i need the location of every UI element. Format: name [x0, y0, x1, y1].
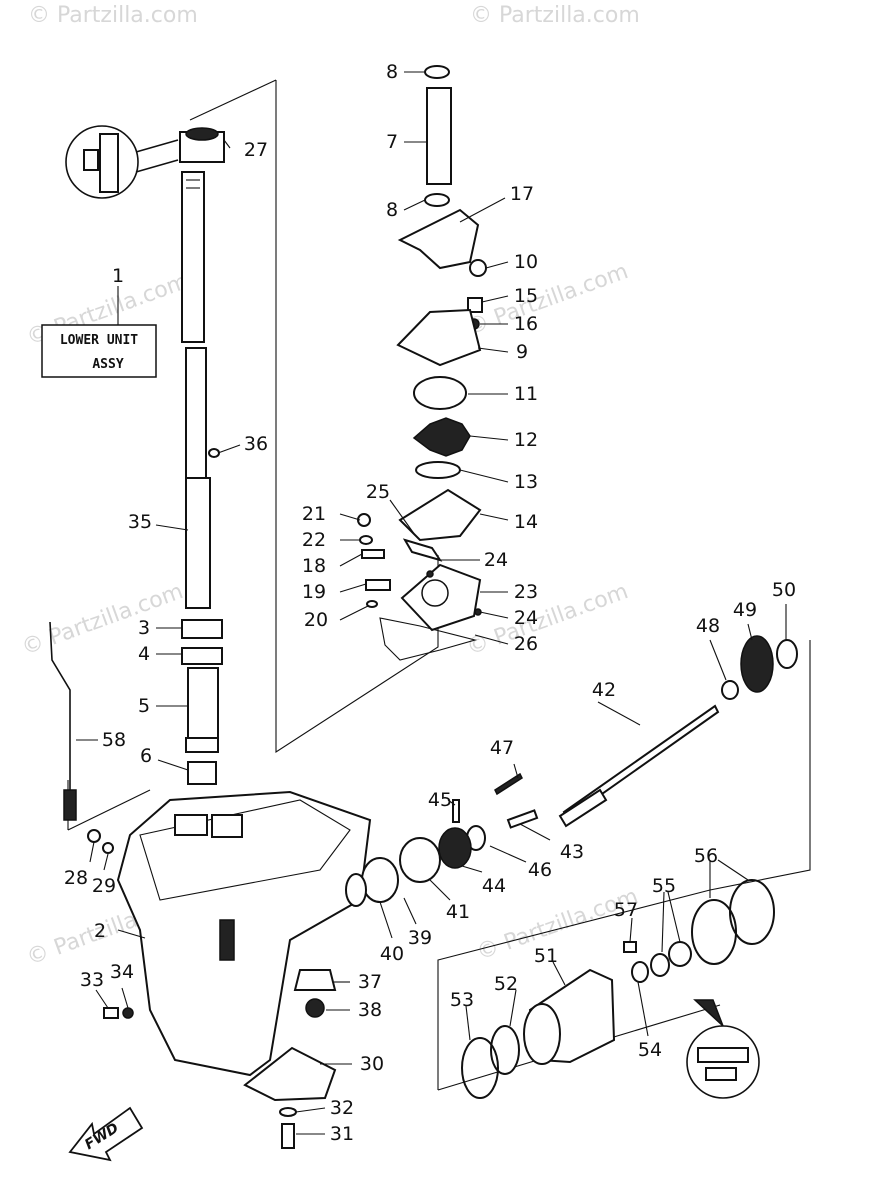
- callout-2: 2: [94, 920, 106, 942]
- leader-lines: [76, 71, 787, 1135]
- callout-50: 50: [772, 579, 796, 601]
- callout-8-bottom: 8: [386, 199, 398, 221]
- callout-24-upper: 24: [484, 549, 508, 571]
- callout-17: 17: [510, 183, 534, 205]
- callout-55: 55: [652, 875, 676, 897]
- callout-28: 28: [64, 867, 88, 889]
- callout-38: 38: [358, 999, 382, 1021]
- callout-13: 13: [514, 471, 538, 493]
- callout-52: 52: [494, 973, 518, 995]
- bearing-housing-assembly: [461, 879, 775, 1099]
- callout-42: 42: [592, 679, 616, 701]
- shift-rod: [49, 621, 77, 821]
- assembly-label-line2: ASSY: [92, 357, 123, 372]
- water-pump-assembly: [357, 65, 487, 661]
- callout-41: 41: [446, 901, 470, 923]
- callout-26: 26: [514, 633, 538, 655]
- callout-16: 16: [514, 313, 538, 335]
- callout-32: 32: [330, 1097, 354, 1119]
- callout-57: 57: [614, 899, 638, 921]
- driveshaft-assembly: [179, 127, 225, 785]
- watermark-text: © Partzilla.com: [470, 3, 640, 28]
- lower-casing: [116, 790, 372, 1102]
- detail-inset-27: [65, 125, 179, 199]
- callout-6: 6: [140, 745, 152, 767]
- callout-15: 15: [514, 285, 538, 307]
- callout-30: 30: [360, 1053, 384, 1075]
- callout-40: 40: [380, 943, 404, 965]
- callout-39: 39: [408, 927, 432, 949]
- callout-3: 3: [138, 617, 150, 639]
- callout-8-top: 8: [386, 61, 398, 83]
- watermark-text: © Partzilla.com: [464, 259, 632, 341]
- callout-29: 29: [92, 875, 116, 897]
- callout-31: 31: [330, 1123, 354, 1145]
- assembly-label-box: LOWER UNIT ASSY: [41, 286, 157, 378]
- callout-34: 34: [110, 961, 134, 983]
- callout-35: 35: [128, 511, 152, 533]
- callout-20: 20: [304, 609, 328, 631]
- detail-inset-55: [686, 999, 760, 1099]
- callout-56: 56: [694, 845, 718, 867]
- callout-7: 7: [386, 131, 398, 153]
- callout-18: 18: [302, 555, 326, 577]
- callout-54: 54: [638, 1039, 662, 1061]
- callout-12: 12: [514, 429, 538, 451]
- callout-5: 5: [138, 695, 150, 717]
- callout-labels: 1 2 3 4 5 6 7 8 8 9 10 11 12 13 14 15 16…: [64, 61, 796, 1145]
- callout-44: 44: [482, 875, 506, 897]
- callout-37: 37: [358, 971, 382, 993]
- callout-4: 4: [138, 643, 150, 665]
- callout-45: 45: [428, 789, 452, 811]
- callout-53: 53: [450, 989, 474, 1011]
- callout-19: 19: [302, 581, 326, 603]
- watermark-text: © Partzilla.com: [19, 579, 187, 661]
- callout-47: 47: [490, 737, 514, 759]
- callout-10: 10: [514, 251, 538, 273]
- watermark-text: © Partzilla.com: [464, 579, 632, 661]
- propeller-shaft-assembly: [345, 635, 798, 907]
- callout-33: 33: [80, 969, 104, 991]
- callout-36: 36: [244, 433, 268, 455]
- watermark-text: © Partzilla.com: [28, 3, 198, 28]
- callout-58: 58: [102, 729, 126, 751]
- callout-27: 27: [244, 139, 268, 161]
- assembly-label-line1: LOWER UNIT: [60, 333, 138, 348]
- callout-46: 46: [528, 859, 552, 881]
- callout-14: 14: [514, 511, 538, 533]
- forward-direction-arrow: FWD: [68, 1106, 144, 1162]
- callout-23: 23: [514, 581, 538, 603]
- callout-9: 9: [516, 341, 528, 363]
- callout-49: 49: [733, 599, 757, 621]
- callout-21: 21: [302, 503, 326, 525]
- callout-24-lower: 24: [514, 607, 538, 629]
- callout-48: 48: [696, 615, 720, 637]
- fasteners-left: [87, 829, 337, 1149]
- callout-11: 11: [514, 383, 538, 405]
- callout-1: 1: [112, 265, 124, 287]
- callout-43: 43: [560, 841, 584, 863]
- callout-51: 51: [534, 945, 558, 967]
- callout-25: 25: [366, 481, 390, 503]
- callout-22: 22: [302, 529, 326, 551]
